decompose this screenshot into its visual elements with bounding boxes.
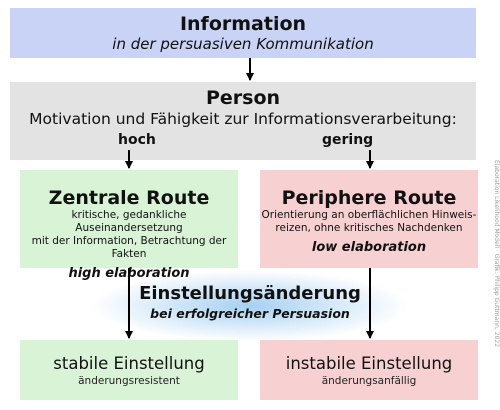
central-route-desc-line1: kritische, gedankliche Auseinandersetzun… — [71, 209, 187, 234]
unstable-attitude-title: instabile Einstellung — [285, 354, 453, 373]
person-title: Person — [205, 87, 281, 109]
peripheral-route-box: Periphere Route Orientierung an oberfläc… — [260, 170, 478, 268]
side-credit-text: Elaboration Likelihood Modell · Grafik: … — [493, 160, 500, 348]
information-subtitle: in der persuasiven Kommunikation — [112, 35, 374, 53]
level-low-label: gering — [322, 132, 374, 148]
attitude-change-glow — [90, 270, 410, 342]
unstable-attitude-box: instabile Einstellung änderungsanfällig — [260, 340, 478, 400]
attitude-change-title: Einstellungsänderung — [139, 283, 361, 304]
stable-attitude-subtitle: änderungsresistent — [78, 375, 180, 387]
peripheral-route-desc-line2: reizen, ohne kritisches Nachdenken — [275, 222, 463, 234]
stable-attitude-box: stabile Einstellung änderungsresistent — [20, 340, 238, 400]
attitude-change-subtitle: bei erfolgreicher Persuasion — [150, 306, 350, 321]
person-subtitle: Motivation und Fähigkeit zur Information… — [29, 110, 457, 128]
level-high-label: hoch — [118, 132, 156, 148]
person-box: Person Motivation und Fähigkeit zur Info… — [10, 82, 476, 160]
information-box: Information in der persuasiven Kommunika… — [10, 8, 476, 58]
central-route-desc-line2: mit der Information, Betrachtung der Fak… — [31, 235, 227, 260]
unstable-attitude-subtitle: änderungsanfällig — [321, 375, 417, 387]
information-title: Information — [179, 13, 307, 35]
peripheral-route-title: Periphere Route — [281, 187, 457, 209]
central-route-title: Zentrale Route — [48, 187, 210, 209]
peripheral-route-desc-line1: Orientierung an oberflächlichen Hinweis- — [261, 209, 477, 221]
low-elaboration-label: low elaboration — [311, 240, 427, 255]
stable-attitude-title: stabile Einstellung — [53, 354, 205, 373]
